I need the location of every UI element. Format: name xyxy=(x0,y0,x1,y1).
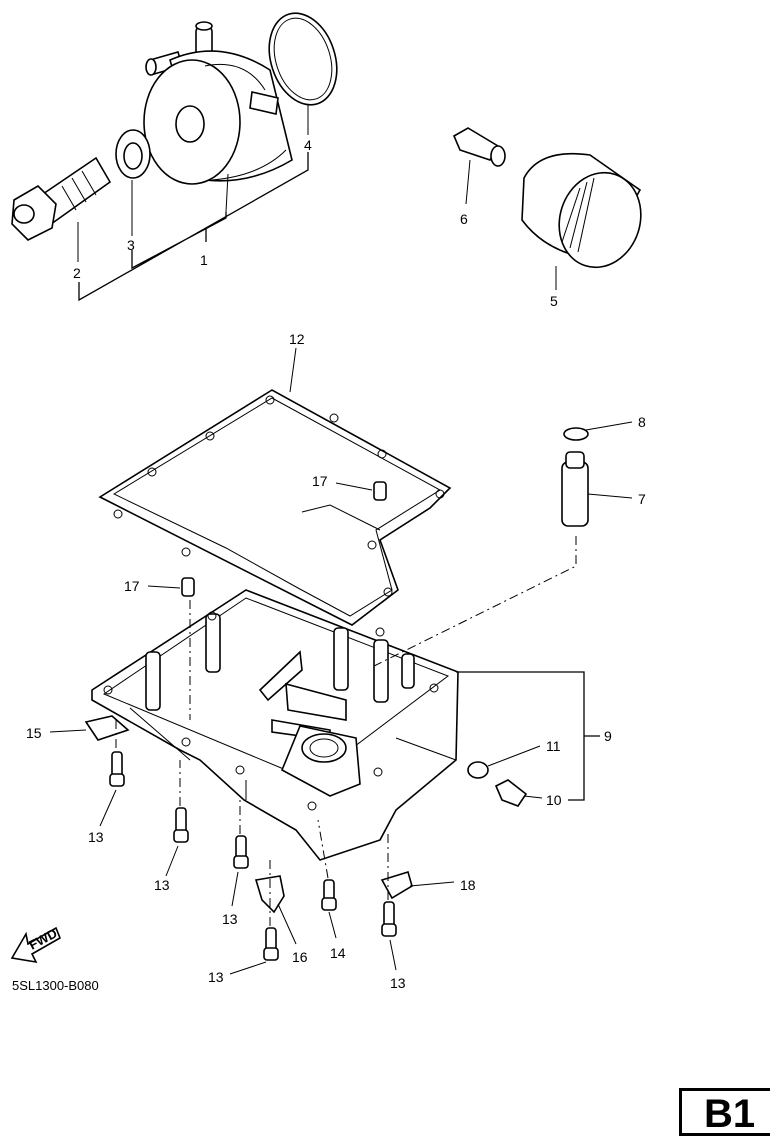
oil-cooler-part-1[interactable] xyxy=(143,21,293,213)
oil-fitting-part-6[interactable] xyxy=(452,127,506,205)
diagram-code: 5SL1300-B080 xyxy=(12,978,99,993)
bolt-part-13c[interactable] xyxy=(231,835,249,907)
callout-13c: 13 xyxy=(222,911,238,927)
bolt-part-13b[interactable] xyxy=(165,807,189,877)
union-bolt-part-2[interactable] xyxy=(11,156,112,262)
leader-group-9 xyxy=(456,671,600,801)
drain-bolt-part-10[interactable] xyxy=(494,779,543,807)
callout-13d: 13 xyxy=(208,969,224,985)
dowel-pin-part-17a[interactable] xyxy=(335,481,387,501)
callout-17a: 17 xyxy=(312,473,328,489)
callout-1: 1 xyxy=(200,252,208,268)
callout-10: 10 xyxy=(546,792,562,808)
bolt-part-13e[interactable] xyxy=(381,901,397,971)
page-tab: B1 xyxy=(679,1088,770,1136)
callout-5: 5 xyxy=(550,293,558,309)
oil-pan-part-9[interactable] xyxy=(91,589,459,861)
o-ring-part-4[interactable] xyxy=(258,4,348,135)
callout-4: 4 xyxy=(304,137,312,153)
callout-2: 2 xyxy=(73,265,81,281)
bolt-part-13a[interactable] xyxy=(99,751,125,827)
callout-6: 6 xyxy=(460,211,468,227)
callout-13e: 13 xyxy=(390,975,406,991)
dowel-pin-part-17b[interactable] xyxy=(147,577,195,597)
gasket-part-12[interactable] xyxy=(98,347,452,626)
page-tab-label: B1 xyxy=(704,1092,756,1136)
leader-group-1 xyxy=(78,152,309,302)
bracket-part-15[interactable] xyxy=(49,715,130,741)
callout-11: 11 xyxy=(546,738,561,754)
callout-13b: 13 xyxy=(154,877,170,893)
bolt-part-13d[interactable] xyxy=(229,927,279,975)
assembly-lines xyxy=(115,600,389,926)
assembly-line-strainer xyxy=(373,536,577,667)
bracket-part-18[interactable] xyxy=(380,870,455,900)
callout-7: 7 xyxy=(638,491,646,507)
callout-14: 14 xyxy=(330,945,346,961)
callout-9: 9 xyxy=(604,728,612,744)
callout-15: 15 xyxy=(26,725,42,741)
bolt-part-14[interactable] xyxy=(321,879,337,939)
callout-16: 16 xyxy=(292,949,308,965)
oil-filter-part-5[interactable] xyxy=(521,152,653,290)
seal-part-8[interactable] xyxy=(563,421,633,441)
callout-18: 18 xyxy=(460,877,476,893)
callout-12: 12 xyxy=(289,331,305,347)
callout-8: 8 xyxy=(638,414,646,430)
fwd-arrow-icon: FWD xyxy=(10,926,62,964)
gasket-part-11[interactable] xyxy=(467,745,541,779)
oil-strainer-part-7[interactable] xyxy=(561,451,633,527)
callout-3: 3 xyxy=(127,237,135,253)
callout-17b: 17 xyxy=(124,578,140,594)
callout-13a: 13 xyxy=(88,829,104,845)
washer-part-3[interactable] xyxy=(115,129,151,236)
